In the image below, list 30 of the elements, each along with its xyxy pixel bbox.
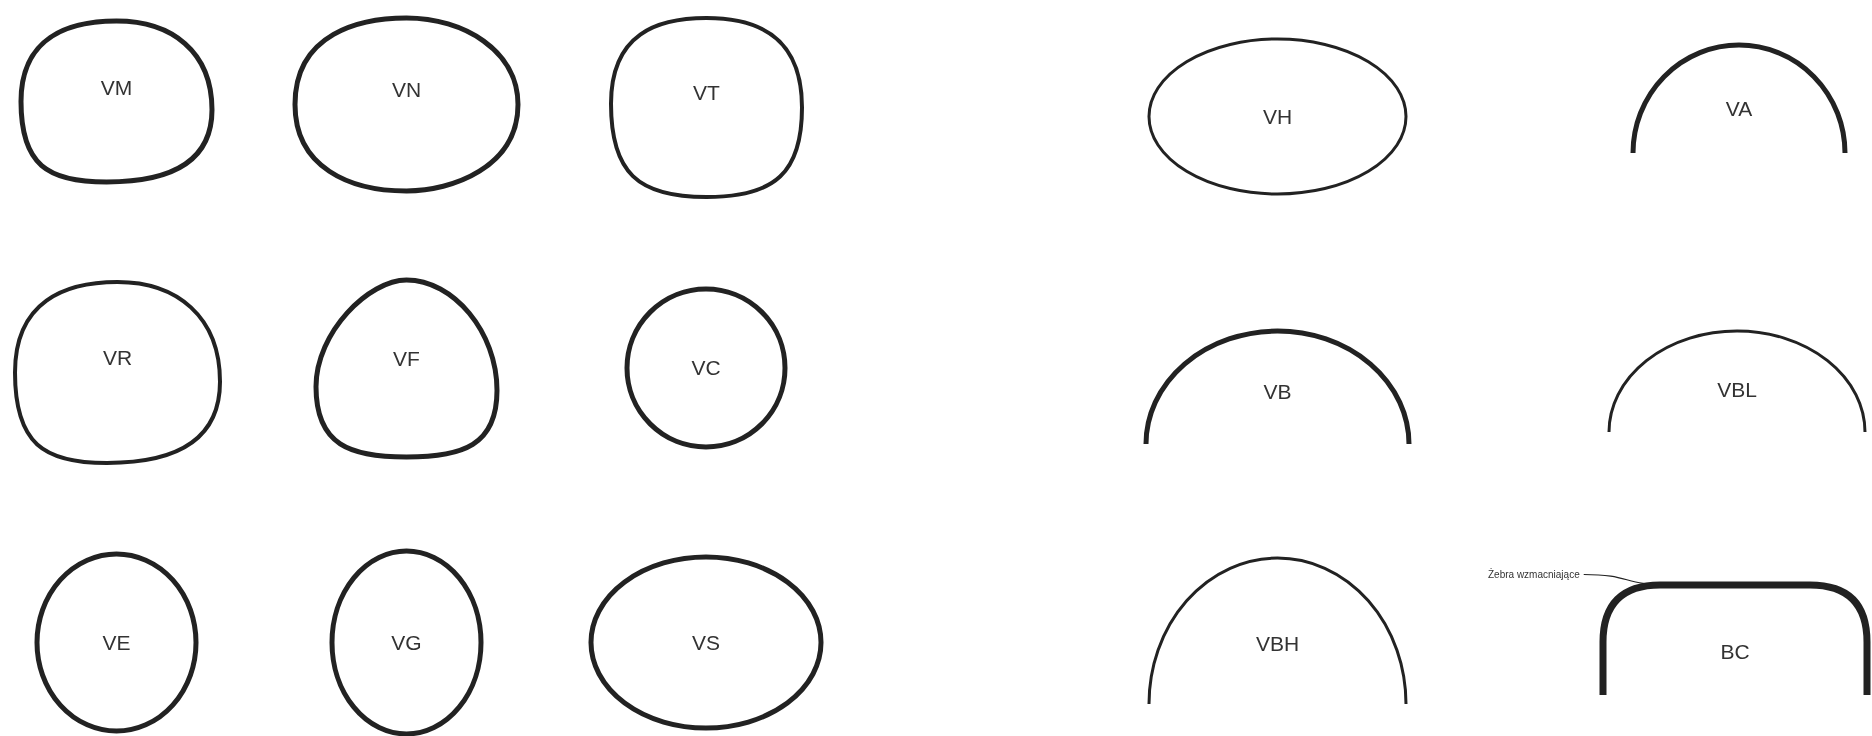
shape-label: VBL [1716, 378, 1758, 403]
shape-label: VR [101, 345, 134, 370]
shape-label: VH [1261, 104, 1294, 129]
oval-outline [329, 548, 484, 736]
shape-label: VC [690, 356, 722, 380]
arch-outline [1146, 555, 1409, 704]
shape-label: VA [1724, 96, 1754, 121]
shape-label: BC [1719, 640, 1751, 665]
oval-outline [12, 279, 223, 466]
oval-outline [34, 551, 199, 734]
shape-label: VBH [1254, 632, 1301, 657]
shape-label: VT [692, 80, 721, 105]
shape-label: VM [99, 76, 134, 101]
shape-label: VS [691, 630, 721, 655]
oval-outline [1146, 36, 1409, 197]
oval-outline [608, 15, 805, 200]
shape-label: VF [392, 347, 421, 372]
oval-outline [588, 554, 824, 731]
oval-outline [292, 15, 521, 194]
oval-outline [624, 286, 788, 450]
arch-outline [1630, 42, 1848, 153]
shape-label: VE [101, 630, 132, 655]
arch-outline [1606, 328, 1868, 432]
shape-label: VB [1262, 379, 1293, 404]
callout-label: Żebra wzmacniające [1488, 569, 1580, 580]
shape-label: VN [390, 78, 423, 103]
oval-outline [313, 277, 500, 460]
arch-outline [1143, 328, 1412, 444]
oval-outline [18, 18, 215, 185]
shape-label: VG [390, 630, 423, 655]
